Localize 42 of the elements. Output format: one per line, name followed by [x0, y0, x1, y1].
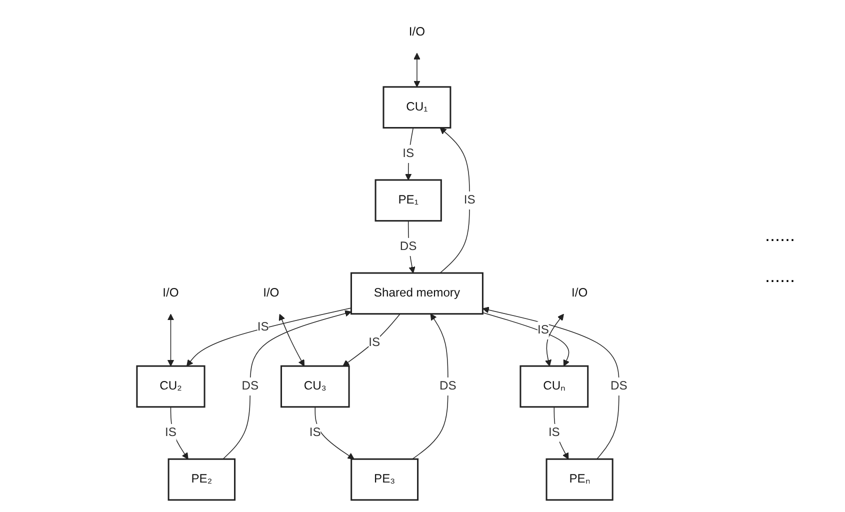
node-box: CU₁ [383, 86, 452, 129]
edge-label: DS [400, 240, 418, 253]
arrow [482, 312, 570, 366]
ellipsis-mark: ...... [765, 266, 796, 287]
edge-label: IS [310, 426, 322, 440]
node-text: I/O [162, 286, 180, 300]
arrow [440, 127, 470, 274]
edge-label: IS [548, 426, 560, 440]
arrow [168, 314, 174, 366]
node-box: PE₂ [168, 458, 236, 501]
arrow [186, 308, 352, 366]
arrow [545, 314, 564, 366]
arrow [554, 406, 570, 460]
arrow [482, 306, 620, 460]
arrow [414, 52, 421, 88]
edge-label: DS [242, 380, 259, 393]
edge-label: IS [464, 194, 476, 206]
arrow [343, 313, 401, 366]
edge-label: DS [610, 380, 628, 393]
node-text: I/O [572, 286, 588, 300]
edge-label: IS [402, 147, 414, 160]
arrow [412, 314, 449, 460]
node-box: PEₙ [546, 458, 614, 501]
node-box: CU₃ [280, 365, 350, 408]
edge-label: IS [368, 336, 380, 350]
arrow [405, 127, 414, 180]
arrow [279, 314, 305, 366]
arrow [315, 406, 355, 460]
node-box: PE₁ [375, 179, 442, 222]
node-box: CU₂ [136, 365, 206, 408]
edge-label: IS [165, 426, 177, 440]
node-text: I/O [409, 26, 426, 39]
edge-label: DS [440, 380, 457, 393]
ellipsis-mark: ...... [765, 225, 796, 246]
node-box: Shared memory [350, 272, 484, 315]
edge-label: IS [538, 324, 550, 336]
arrow [222, 310, 352, 460]
arrow [408, 220, 416, 274]
node-box: CUₙ [520, 365, 589, 408]
node-box: PE₃ [350, 458, 419, 501]
edge-label: IS [258, 320, 270, 334]
node-text: I/O [263, 286, 280, 300]
